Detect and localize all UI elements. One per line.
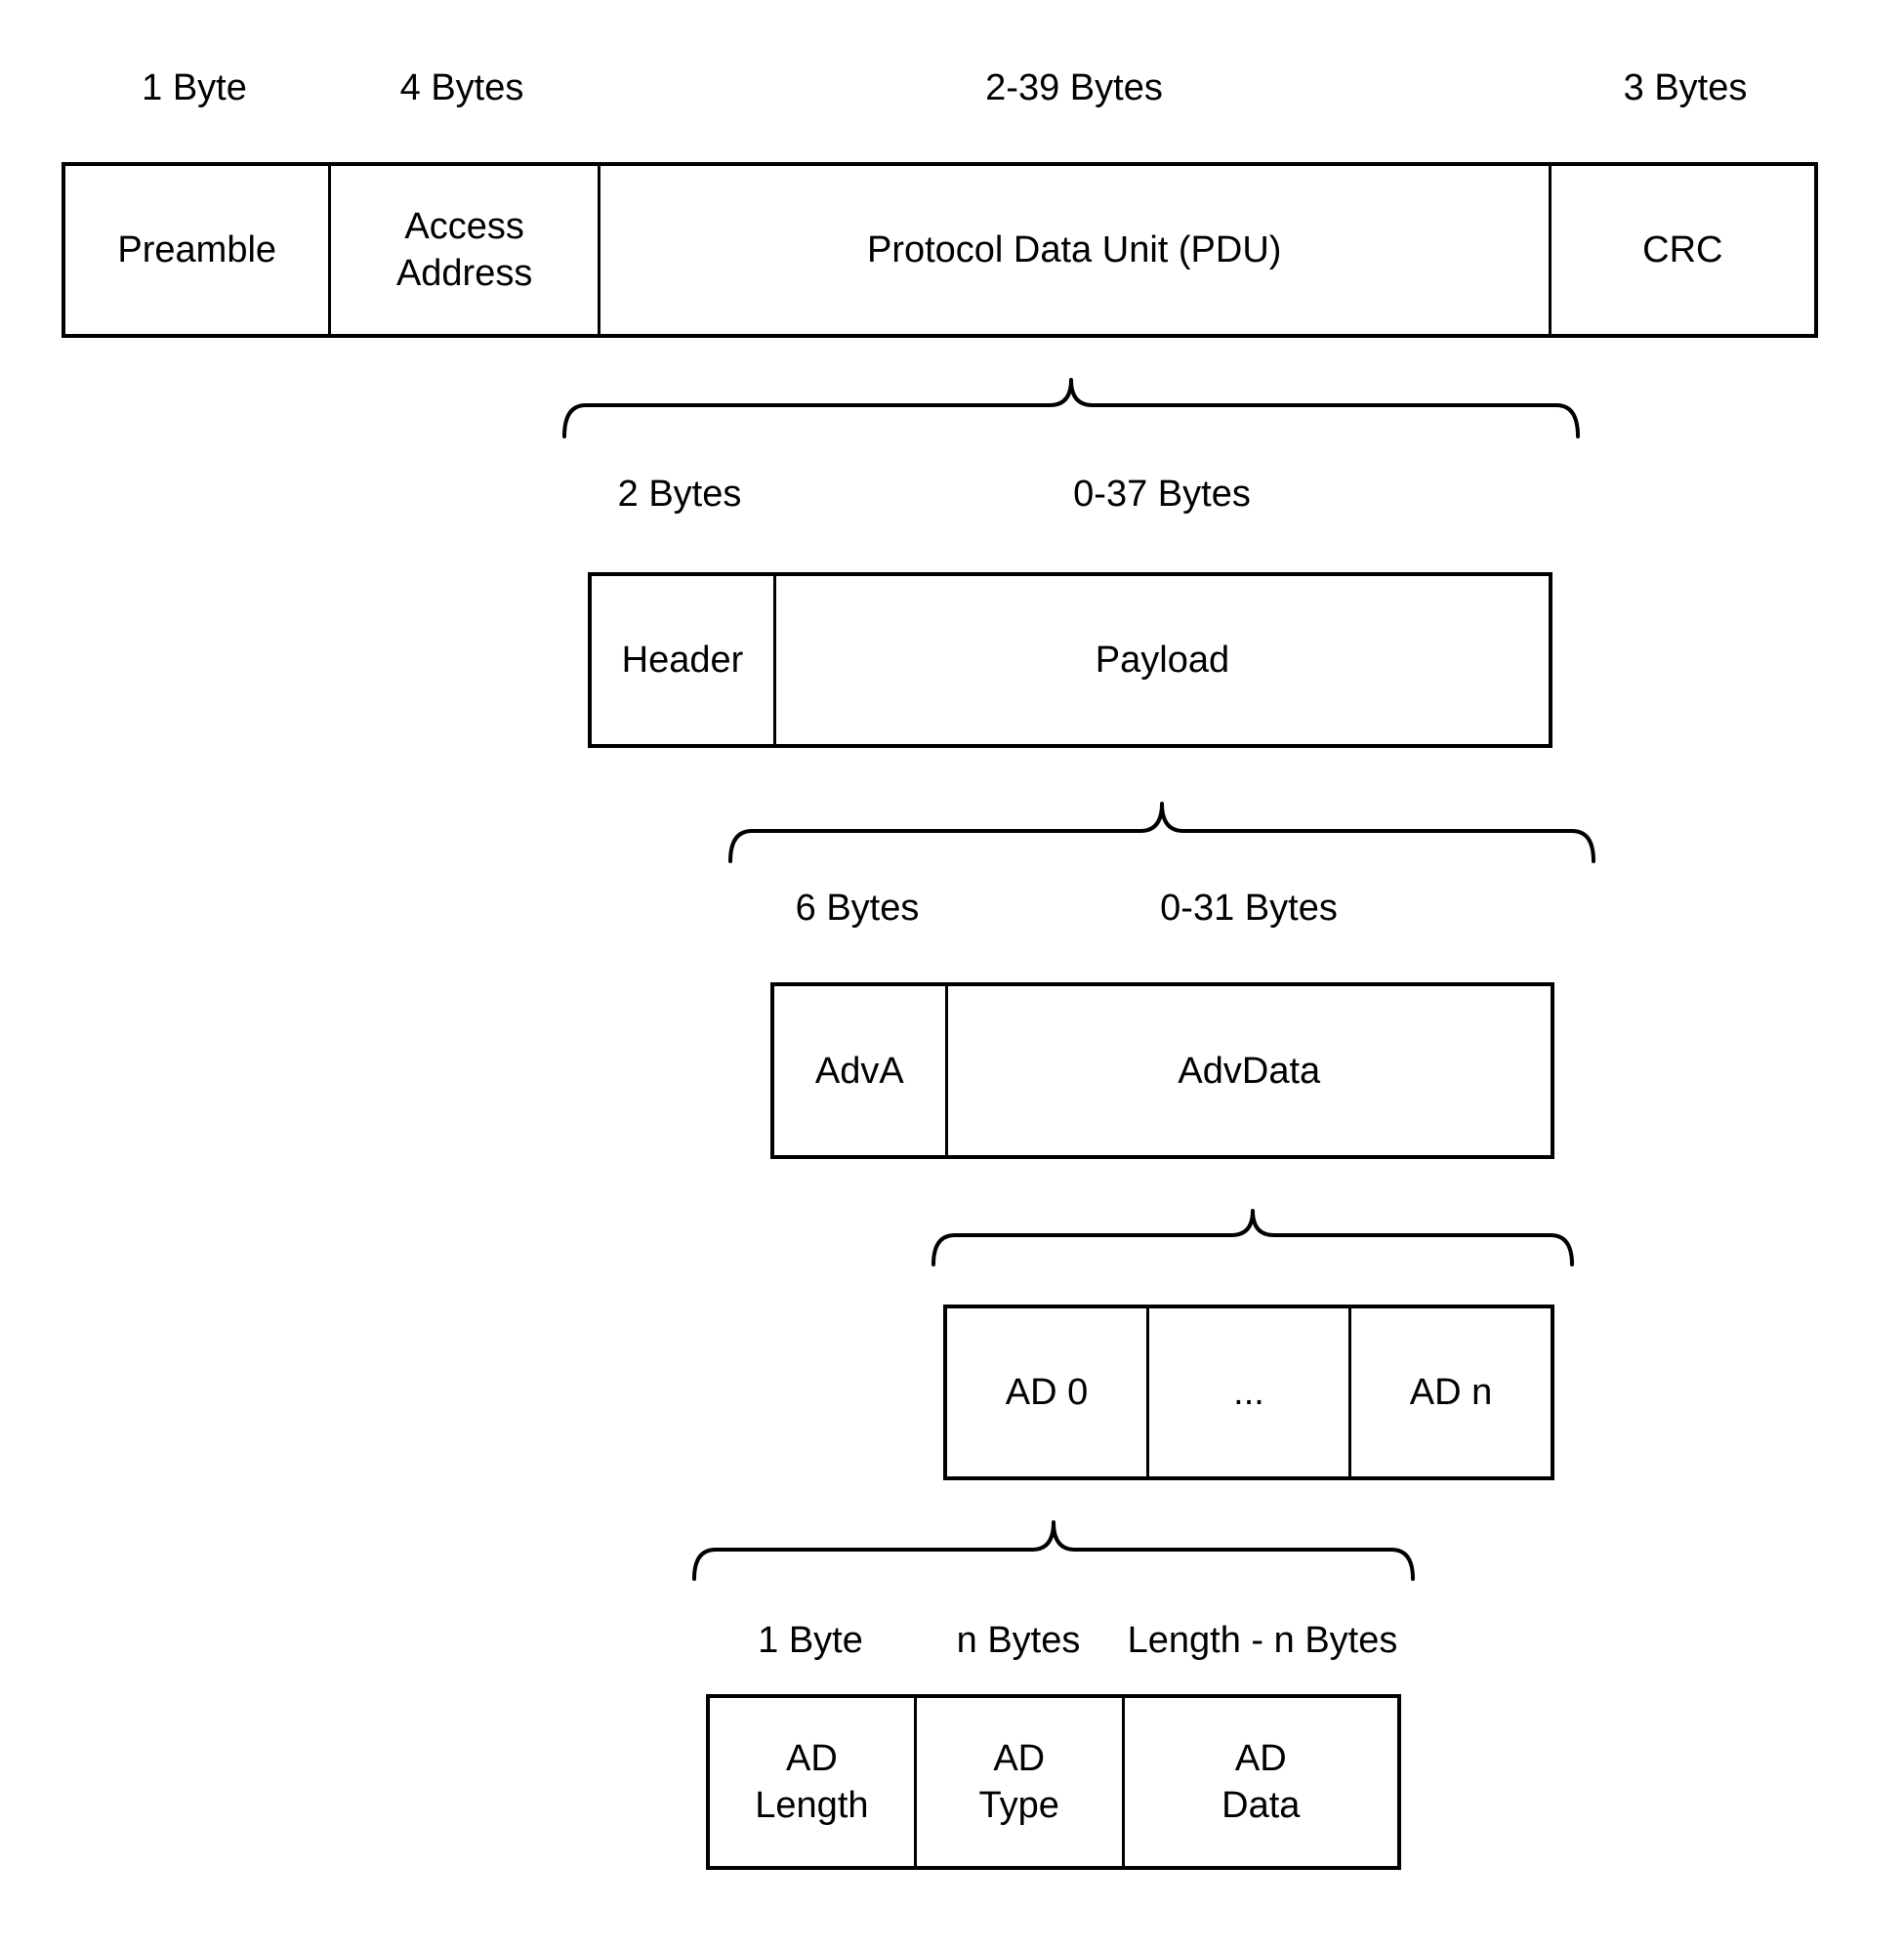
cell-ad-n: AD n (1348, 1308, 1551, 1476)
cell-ad-length: AD Length (755, 1738, 869, 1826)
cell-ad-0: AD 0 (1005, 1372, 1089, 1413)
cell-header: Header (621, 640, 744, 681)
size-label-adva: 6 Bytes (795, 888, 920, 929)
cell-ad-type: AD Type (913, 1698, 1122, 1866)
size-label-preamble: 1 Byte (142, 67, 247, 108)
cell-pdu: Protocol Data Unit (PDU) (597, 166, 1549, 334)
size-label-pdu: 2-39 Bytes (985, 67, 1163, 108)
size-label-payload: 0-37 Bytes (1073, 474, 1251, 515)
cell-advdata: AdvData (944, 986, 1551, 1155)
brace-ad-expansion (692, 1520, 1415, 1581)
cell-access-address: Access Address (328, 166, 597, 334)
size-label-ad-data: Length - n Bytes (1127, 1620, 1398, 1661)
size-label-ad-type: n Bytes (956, 1620, 1081, 1661)
size-label-crc: 3 Bytes (1623, 67, 1748, 108)
brace-pdu-expansion (562, 378, 1580, 438)
pdu-row: Header Payload (588, 572, 1552, 748)
size-label-header: 2 Bytes (617, 474, 742, 515)
size-label-ad-length: 1 Byte (758, 1620, 863, 1661)
payload-row: AdvA AdvData (770, 982, 1554, 1159)
cell-ad-data: AD Data (1121, 1698, 1397, 1866)
cell-ad-ellipsis: ... (1146, 1308, 1348, 1476)
brace-payload-expansion (728, 802, 1595, 863)
cell-adva: AdvA (814, 1050, 904, 1092)
ad-structure-row: AD Length AD Type AD Data (706, 1694, 1401, 1870)
advdata-row: AD 0 ... AD n (943, 1305, 1554, 1480)
cell-preamble: Preamble (117, 229, 277, 270)
cell-crc: CRC (1548, 166, 1814, 334)
size-label-access-address: 4 Bytes (399, 67, 524, 108)
packet-row: Preamble Access Address Protocol Data Un… (62, 162, 1818, 338)
brace-advdata-expansion (931, 1209, 1574, 1266)
cell-payload: Payload (772, 576, 1549, 744)
size-label-advdata: 0-31 Bytes (1160, 888, 1338, 929)
